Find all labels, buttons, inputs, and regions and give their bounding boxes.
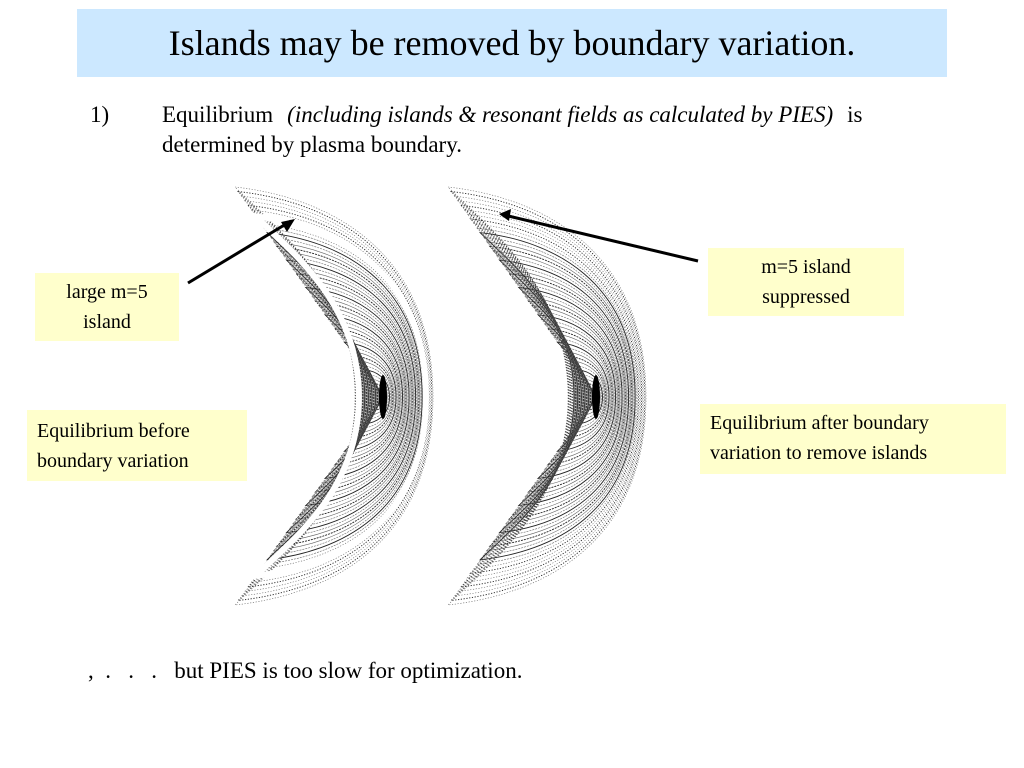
point-1-body: Equilibrium (including islands & resonant… xyxy=(162,100,952,160)
label-before-line-2: boundary variation xyxy=(37,450,189,472)
flux-surface xyxy=(521,291,622,502)
flux-surface xyxy=(243,200,431,592)
flux-surface xyxy=(282,255,417,538)
flux-surface xyxy=(340,337,398,457)
flux-surface xyxy=(511,277,625,515)
flux-surface xyxy=(530,305,619,488)
flux-surface xyxy=(234,186,434,606)
point-1-tail: is determined by plasma boundary. xyxy=(162,102,863,157)
flux-surface xyxy=(362,369,390,425)
flux-surface xyxy=(298,277,412,515)
flux-surface xyxy=(459,204,643,588)
arrowhead-large-island xyxy=(281,219,295,232)
arrowhead-island-suppressed xyxy=(499,209,511,221)
label-after-line-1: Equilibrium after boundary xyxy=(710,412,929,434)
flux-surface xyxy=(250,209,428,583)
point-1-lead: Equilibrium xyxy=(162,102,274,127)
flux-surface xyxy=(275,245,420,547)
flux-surface xyxy=(472,223,638,570)
flux-surface xyxy=(536,314,617,479)
flux-surface xyxy=(476,227,637,565)
flux-surface xyxy=(527,300,620,493)
flux-surface xyxy=(308,291,409,502)
island-gap xyxy=(247,212,430,580)
flux-surface xyxy=(563,350,608,443)
slide-title: Islands may be removed by boundary varia… xyxy=(168,23,856,63)
label-large-island-line-2: island xyxy=(83,311,131,333)
flux-surface xyxy=(323,314,404,479)
flux-surface xyxy=(553,337,611,457)
title-banner: Islands may be removed by boundary varia… xyxy=(77,9,947,77)
flux-surface xyxy=(488,245,633,547)
poincare-plot-before xyxy=(234,186,434,606)
label-island-suppressed: m=5 island suppressed xyxy=(708,248,904,316)
flux-surface xyxy=(456,200,644,592)
label-large-island: large m=5 island xyxy=(35,273,179,341)
flux-surface xyxy=(263,227,424,565)
label-before-line-1: Equilibrium before xyxy=(37,420,190,442)
poincare-plot-after xyxy=(447,186,647,606)
arrow-island-suppressed xyxy=(503,213,699,263)
label-island-suppressed-line-2: suppressed xyxy=(762,286,850,308)
arrow-large-island xyxy=(187,219,292,285)
magnetic-axis xyxy=(592,375,600,419)
flux-surface xyxy=(447,186,647,606)
flux-surface xyxy=(575,369,603,425)
point-1-italic: (including islands & resonant fields as … xyxy=(287,102,834,127)
flux-surface xyxy=(463,209,641,583)
flux-surface xyxy=(246,204,430,588)
point-1-number: 1) xyxy=(90,102,110,127)
flux-surface xyxy=(507,273,626,520)
flux-surface xyxy=(495,255,630,538)
bottom-note: , . . . but PIES is too slow for optimiz… xyxy=(88,658,523,683)
label-after-variation: Equilibrium after boundary variation to … xyxy=(700,404,1006,474)
flux-surface xyxy=(317,305,406,488)
magnetic-axis xyxy=(379,375,387,419)
label-large-island-line-1: large m=5 xyxy=(66,281,148,303)
label-island-suppressed-line-1: m=5 island xyxy=(761,256,851,278)
flux-surface xyxy=(294,273,413,520)
label-before-variation: Equilibrium before boundary variation xyxy=(27,410,247,481)
label-after-line-2: variation to remove islands xyxy=(710,442,928,464)
flux-surface xyxy=(314,300,407,493)
